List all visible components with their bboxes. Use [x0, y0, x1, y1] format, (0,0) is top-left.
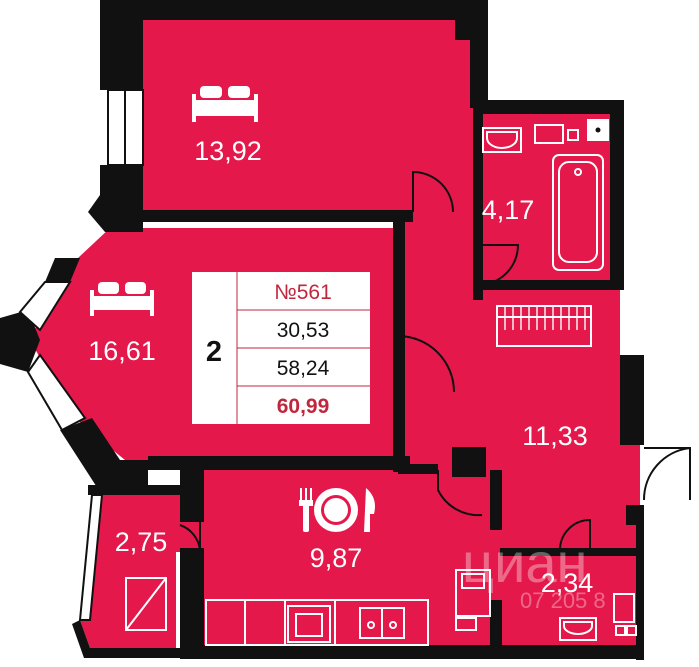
wall: [100, 0, 143, 90]
bathtub-icon: [552, 154, 604, 271]
washing-machine-icon: [534, 124, 564, 144]
total-area: 58,24: [277, 357, 330, 380]
kitchen-sink-drain: [389, 621, 397, 629]
wall: [88, 195, 143, 232]
bathtub-drain: [574, 168, 582, 176]
window-bay-lower: [26, 353, 87, 432]
door-kitchen: [437, 470, 483, 517]
wall: [143, 210, 413, 222]
wall: [100, 0, 485, 20]
wall: [478, 280, 623, 290]
kitchen-counter-icon: [205, 599, 429, 646]
room-area-balcony: 2,75: [115, 527, 168, 557]
door-toilet: [559, 518, 591, 551]
wall: [0, 310, 40, 372]
wall: [490, 470, 502, 530]
wall: [500, 548, 640, 556]
toilet-floor: [500, 552, 640, 648]
info-card: 2 №561 30,53 58,24 60,99: [192, 272, 370, 424]
room-area-bedroom-top: 13,92: [194, 136, 262, 166]
windows: [18, 89, 144, 621]
total-area-with-balcony: 60,99: [277, 395, 330, 418]
wall: [148, 456, 410, 470]
balcony-cabinet-line: [125, 577, 167, 631]
bathroom-sink-icon: [482, 127, 522, 153]
door-left-bedroom: [397, 334, 455, 393]
wall: [636, 355, 644, 445]
wall: [455, 18, 485, 40]
bathroom-floor: [478, 100, 620, 286]
utility-box-icon: [615, 625, 626, 636]
kitchen-sink-drain: [367, 621, 375, 629]
wall: [473, 100, 483, 300]
doors: [179, 170, 691, 551]
room-area-bathroom: 4,17: [482, 195, 535, 225]
toilet-sink-icon: [559, 617, 597, 641]
rooms-count: 2: [206, 336, 222, 368]
wall: [470, 0, 488, 108]
plate-fork-knife-icon: [299, 488, 375, 532]
wall: [452, 447, 486, 477]
room-area-bedroom-left: 16,61: [88, 336, 156, 366]
wall: [478, 100, 623, 114]
wall: [180, 548, 204, 658]
door-top-bedroom: [412, 170, 454, 213]
wall: [180, 470, 204, 522]
door-balcony: [179, 520, 201, 551]
toilet-sink-bowl: [563, 621, 593, 635]
wardrobe-icon: [496, 305, 592, 347]
balcony-cabinet-icon: [125, 577, 167, 631]
wardrobe-hangers: [504, 306, 586, 330]
utility-box-icon: [626, 625, 637, 636]
bed-icon: [192, 86, 258, 122]
toilet-tank: [461, 573, 485, 589]
utility-box-icon: [613, 593, 635, 623]
oven-door: [295, 613, 323, 637]
room-labels: 13,92 16,61 4,17 11,33 9,87 2,75 2,34: [88, 136, 593, 598]
toilet-icon: [455, 569, 491, 617]
socket-dot: [595, 127, 601, 133]
bed-icon: [90, 282, 154, 316]
wall: [398, 464, 438, 474]
window-bay-upper: [18, 281, 72, 332]
balcony-floor: [80, 490, 200, 648]
fixtures: [125, 119, 637, 646]
living-area: 30,53: [277, 319, 330, 342]
watermark-code: 07 205 8: [520, 588, 606, 613]
wall: [72, 620, 180, 658]
room-area-hallway: 11,33: [522, 421, 588, 451]
wall: [626, 505, 644, 525]
room-area-toilet: 2,34: [541, 568, 594, 598]
wall: [490, 600, 502, 650]
wall: [45, 258, 80, 282]
wall: [180, 645, 640, 659]
stove-icon: [287, 605, 331, 643]
apartment-number: №561: [274, 281, 332, 304]
meter-icon: [455, 617, 477, 631]
room-area-kitchen: 9,87: [310, 543, 363, 573]
door-bathroom: [477, 244, 520, 286]
wall: [636, 505, 644, 660]
door-entrance: [642, 447, 691, 501]
window-balcony: [78, 494, 104, 621]
boiler-icon: [567, 129, 579, 141]
walls: [0, 0, 644, 660]
watermark-brand: циан: [462, 531, 587, 594]
bathtub-inner: [558, 161, 598, 263]
sink-bowl: [486, 131, 518, 149]
wall: [610, 100, 624, 290]
watermark: циан 07 205 8: [462, 531, 606, 613]
wall: [60, 418, 148, 492]
